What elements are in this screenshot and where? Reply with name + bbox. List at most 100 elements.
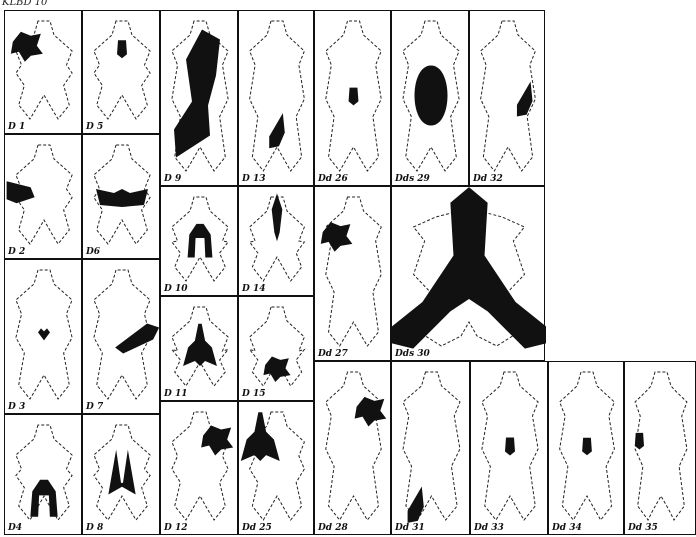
sheet-header: KLBD 10 [2,0,47,8]
inkblot-outline [403,372,460,520]
location-code-label: D 13 [242,174,265,184]
location-code-label: Dd 32 [473,174,503,184]
blot-location-dd-28: Dd 28 [314,361,391,535]
blot-location-dd-33: Dd 33 [470,361,548,535]
blot-location-dd-31: Dd 31 [391,361,470,535]
blot-figure [83,415,161,536]
highlighted-area [174,29,220,157]
blot-figure [5,415,83,536]
highlighted-area [117,40,127,58]
blot-location-d-13: D 13 [238,10,314,186]
highlighted-area [11,32,43,62]
blot-figure [315,362,392,536]
blot-figure [83,260,161,415]
blot-location-d-2: D 2 [4,134,82,259]
location-code-label: Dd 28 [318,523,348,533]
highlighted-area [321,222,353,252]
highlighted-area [7,181,35,203]
blot-location-d-3: D 3 [4,259,82,414]
inkblot-outline [172,412,228,520]
blot-location-dd-25: Dd 25 [238,401,314,535]
blot-location-d6: D6 [82,134,160,259]
location-code-label: D6 [86,247,100,257]
blot-figure [161,11,239,187]
blot-figure [239,187,315,297]
location-code-label: Dd 25 [242,523,272,533]
highlighted-area [505,438,515,456]
location-code-label: D 2 [8,247,25,257]
inkblot-outline [326,372,381,520]
blot-location-d4: D4 [4,414,82,535]
blot-figure [5,260,83,415]
highlighted-area [115,324,159,354]
location-code-label: Dd 34 [552,523,582,533]
location-code-label: D 11 [164,389,187,399]
blot-figure [625,362,696,536]
location-code-label: D 7 [86,402,103,412]
location-code-label: Dd 27 [318,349,348,359]
highlighted-area [108,450,135,495]
inkblot-outline [250,21,305,171]
highlighted-area [355,397,387,427]
blot-location-dds-30: Dds 30 [391,186,545,361]
location-code-label: D 9 [164,174,181,184]
inkblot-outline [94,21,150,119]
location-code-label: D 15 [242,389,265,399]
blot-figure [392,362,471,536]
highlighted-area [188,224,213,258]
blot-location-dd-34: Dd 34 [548,361,624,535]
inkblot-outline [16,425,72,520]
highlighted-area [349,88,359,106]
highlighted-area [38,328,50,340]
highlighted-area [415,65,448,125]
highlighted-area [582,438,592,456]
blot-location-d-12: D 12 [160,401,238,535]
blot-figure [239,402,315,536]
blot-figure [392,187,546,362]
location-code-label: Dd 26 [318,174,348,184]
location-code-label: D 8 [86,523,103,533]
location-code-label: Dd 31 [395,523,425,533]
blot-location-dd-27: Dd 27 [314,186,391,361]
blot-figure [239,11,315,187]
blot-figure [83,135,161,260]
location-code-label: Dd 33 [474,523,504,533]
highlighted-area [183,324,217,366]
blot-location-d-5: D 5 [82,10,160,134]
location-code-label: D 5 [86,122,103,132]
blot-figure [161,187,239,297]
location-code-label: D 1 [8,122,25,132]
location-code-label: Dds 30 [395,349,430,359]
highlighted-area [272,193,283,241]
blot-location-dd-32: Dd 32 [469,10,545,186]
blot-figure [471,362,549,536]
highlighted-area [241,412,280,461]
blot-location-d-14: D 14 [238,186,314,296]
highlighted-area [30,480,57,517]
blot-figure [549,362,625,536]
inkblot-outline [326,197,381,346]
location-code-label: Dds 29 [395,174,430,184]
blot-figure [161,402,239,536]
blot-figure [315,187,392,362]
highlighted-area [96,189,148,207]
highlighted-area [408,486,424,522]
blot-figure [5,135,83,260]
location-code-label: D 3 [8,402,25,412]
location-code-label: D4 [8,523,22,533]
blot-figure [83,11,161,135]
blot-location-d-9: D 9 [160,10,238,186]
blot-location-d-10: D 10 [160,186,238,296]
blot-figure [315,11,392,187]
location-code-label: Dd 35 [628,523,658,533]
highlighted-area [392,187,546,348]
highlighted-area [201,426,233,456]
blot-location-d-15: D 15 [238,296,314,401]
blot-location-dd-26: Dd 26 [314,10,391,186]
blot-figure [5,11,83,135]
blot-location-d-8: D 8 [82,414,160,535]
blot-location-d-7: D 7 [82,259,160,414]
blot-location-dd-35: Dd 35 [624,361,696,535]
location-code-label: D 14 [242,284,265,294]
